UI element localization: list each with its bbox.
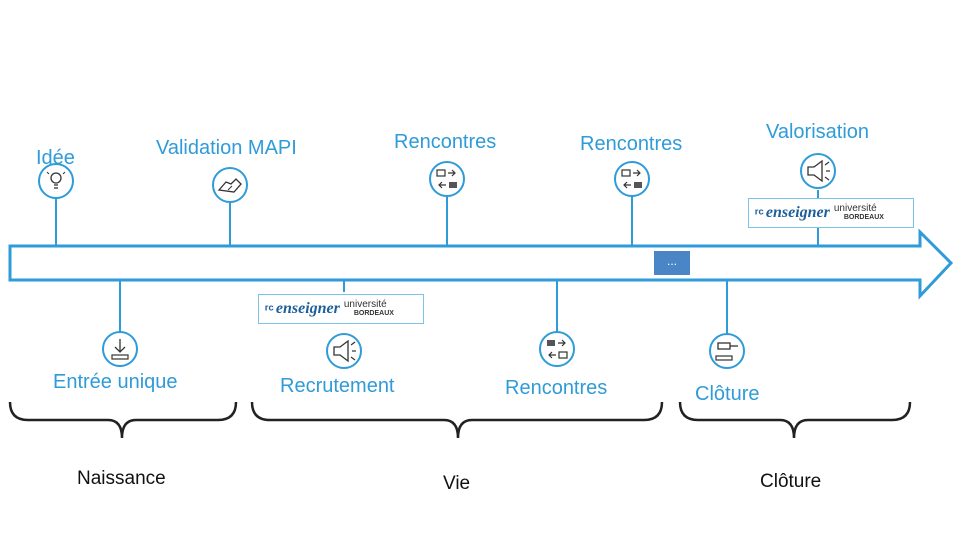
phase-label-naissance: Naissance xyxy=(77,468,166,489)
exchange-icon xyxy=(539,331,575,367)
bracket-naissance xyxy=(8,401,238,439)
gavel-icon xyxy=(709,333,745,369)
phase-brackets xyxy=(8,401,912,439)
event-label-valorisation: Valorisation xyxy=(766,121,870,143)
event-label-validation-mapi: Validation MAPI xyxy=(156,137,297,159)
exchange-icon xyxy=(429,161,465,197)
event-label-rencontres-2: Rencontres xyxy=(580,133,683,155)
event-label-rencontres-1: Rencontres xyxy=(394,131,497,153)
event-label-entree-unique: Entrée unique xyxy=(53,371,178,393)
event-label-cloture: Clôture xyxy=(695,383,760,405)
bottom-connectors xyxy=(119,280,728,334)
bracket-cloture xyxy=(678,401,912,439)
handshake-icon xyxy=(212,167,248,203)
ellipsis-box: ... xyxy=(654,251,690,275)
top-connectors xyxy=(55,190,819,246)
megaphone-icon xyxy=(326,333,362,369)
event-label-rencontres-3: Rencontres xyxy=(505,377,608,399)
lightbulb-icon xyxy=(38,163,74,199)
timeline-arrow xyxy=(8,228,954,300)
download-icon xyxy=(102,331,138,367)
phase-label-cloture: Clôture xyxy=(760,471,822,492)
exchange-icon xyxy=(614,161,650,197)
phase-label-vie: Vie xyxy=(443,473,471,494)
event-label-idee: Idée xyxy=(36,147,75,169)
bracket-vie xyxy=(250,401,664,439)
megaphone-icon xyxy=(800,153,836,189)
event-label-recrutement: Recrutement xyxy=(280,375,395,397)
